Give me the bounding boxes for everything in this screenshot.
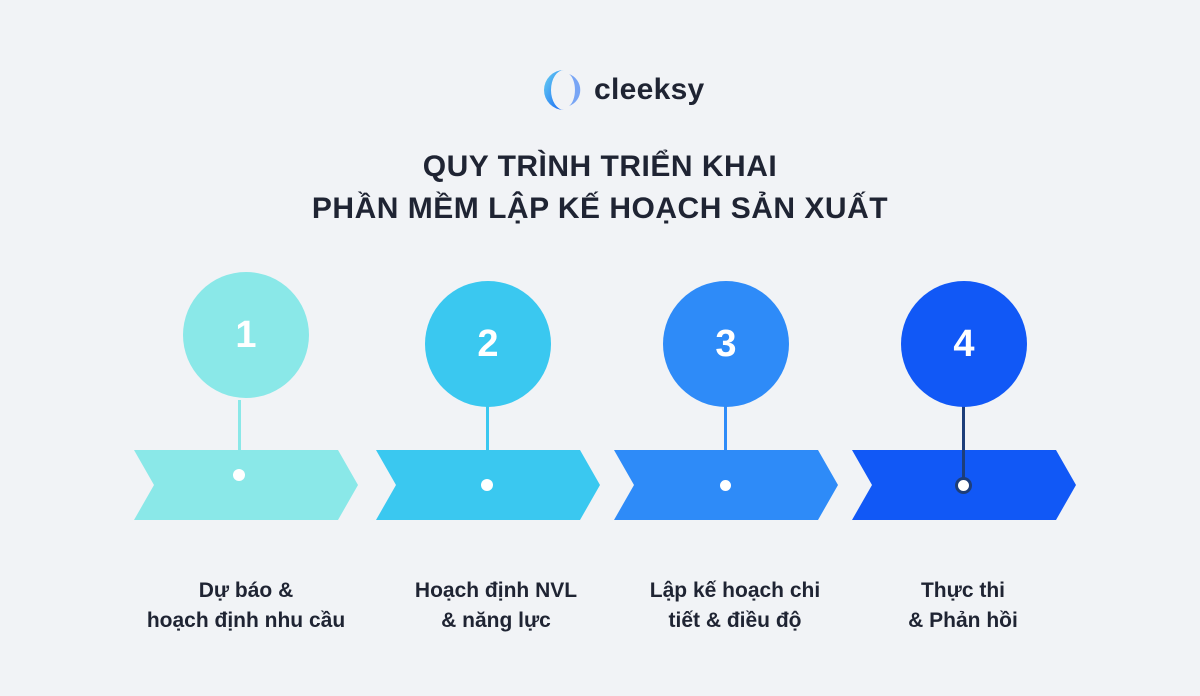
step-4-label-line-1: Thực thi bbox=[920, 579, 1006, 602]
step-2-number-circle: 2 bbox=[425, 281, 551, 407]
step-3-connector bbox=[724, 405, 727, 481]
step-1-number: 1 bbox=[235, 313, 257, 356]
step-4-number: 4 bbox=[953, 322, 975, 365]
step-4-label: Thực thi & Phản hồi bbox=[833, 576, 1093, 636]
step-1-number-circle: 1 bbox=[183, 272, 309, 398]
step-3-number-circle: 3 bbox=[663, 281, 789, 407]
step-1-label-line-2: hoạch định nhu cầu bbox=[146, 609, 346, 632]
cleeksy-logo-icon bbox=[544, 70, 581, 110]
step-1-label: Dự báo & hoạch định nhu cầu bbox=[116, 576, 376, 636]
step-1-arrow-shape bbox=[134, 450, 358, 520]
step-4-number-circle: 4 bbox=[901, 281, 1027, 407]
step-4-label-line-2: & Phản hồi bbox=[908, 609, 1018, 632]
step-2-label: Hoạch định NVL & năng lực bbox=[366, 576, 626, 636]
step-2-dot bbox=[481, 479, 493, 491]
step-4-dot bbox=[955, 477, 972, 494]
step-3-number: 3 bbox=[715, 322, 737, 365]
step-2-connector bbox=[486, 405, 489, 481]
step-3-label: Lập kế hoạch chi tiết & điều độ bbox=[605, 576, 865, 636]
step-1-dot bbox=[233, 469, 245, 481]
page-title: QUY TRÌNH TRIỂN KHAI PHẦN MỀM LẬP KẾ HOẠ… bbox=[0, 146, 1200, 230]
step-3-label-line-2: tiết & điều độ bbox=[668, 609, 802, 632]
title-line-1: QUY TRÌNH TRIỂN KHAI bbox=[422, 150, 778, 183]
title-line-2: PHẦN MỀM LẬP KẾ HOẠCH SẢN XUẤT bbox=[311, 192, 889, 225]
step-3-label-line-1: Lập kế hoạch chi bbox=[649, 579, 821, 602]
step-1-label-line-1: Dự báo & bbox=[198, 579, 294, 602]
brand-logo: cleeksy bbox=[542, 68, 705, 112]
step-4-connector bbox=[962, 405, 965, 481]
step-3-dot bbox=[718, 478, 733, 493]
step-2-label-line-2: & năng lực bbox=[441, 609, 551, 632]
step-1-connector bbox=[238, 400, 241, 472]
step-2-label-line-1: Hoạch định NVL bbox=[414, 579, 578, 602]
brand-name: cleeksy bbox=[594, 73, 705, 106]
step-2-number: 2 bbox=[477, 322, 499, 365]
